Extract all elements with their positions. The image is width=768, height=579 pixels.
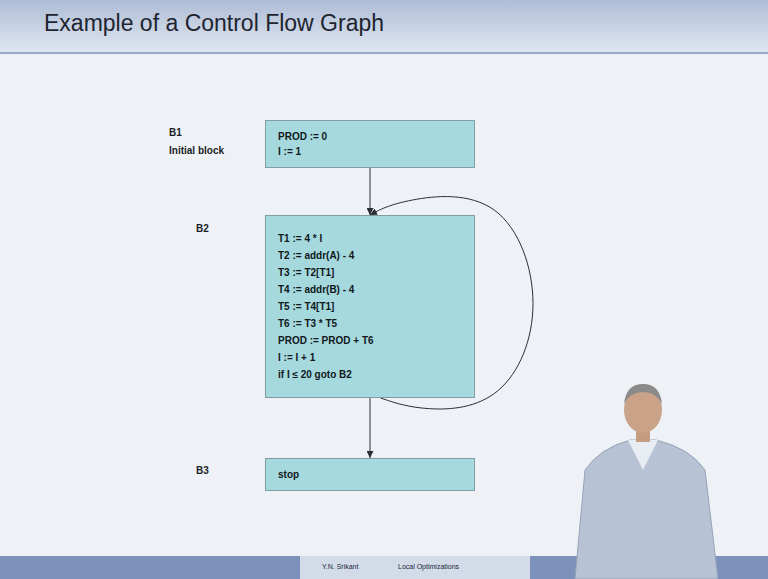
- code-line: PROD := 0: [278, 129, 462, 144]
- code-line: T2 := addr(A) - 4: [278, 247, 462, 264]
- title-band: [0, 0, 768, 52]
- code-line: T5 := T4[T1]: [278, 298, 462, 315]
- slide-title: Example of a Control Flow Graph: [44, 10, 384, 37]
- code-line: I := 1: [278, 144, 462, 159]
- footer-panel: [300, 556, 530, 579]
- code-line: if I ≤ 20 goto B2: [278, 366, 462, 383]
- footer-text: Y.N. Srikant: [322, 563, 358, 570]
- block-label: B1: [169, 125, 182, 140]
- code-line: PROD := PROD + T6: [278, 332, 462, 349]
- presenter-hair: [624, 384, 662, 404]
- code-line: I := I + 1: [278, 349, 462, 366]
- code-line: T4 := addr(B) - 4: [278, 281, 462, 298]
- code-line: T6 := T3 * T5: [278, 315, 462, 332]
- block-label: B3: [196, 463, 209, 478]
- presenter-collar: [628, 440, 658, 470]
- code-line: T3 := T2[T1]: [278, 264, 462, 281]
- code-line: stop: [278, 467, 462, 482]
- presenter-shirt: [575, 440, 718, 579]
- basic-block: B1Initial blockPROD := 0I := 1: [265, 120, 475, 168]
- basic-block: B3stop: [265, 458, 475, 491]
- flow-arrow: [370, 398, 371, 458]
- title-rule: [0, 52, 768, 54]
- presenter-figure: [575, 384, 718, 579]
- flow-arrow: [370, 168, 371, 215]
- code-line: T1 := 4 * I: [278, 230, 462, 247]
- basic-block: B2T1 := 4 * IT2 := addr(A) - 4T3 := T2[T…: [265, 215, 475, 398]
- block-label: Initial block: [169, 143, 224, 158]
- block-label: B2: [196, 220, 209, 237]
- footer-text: Local Optimizations: [398, 563, 459, 570]
